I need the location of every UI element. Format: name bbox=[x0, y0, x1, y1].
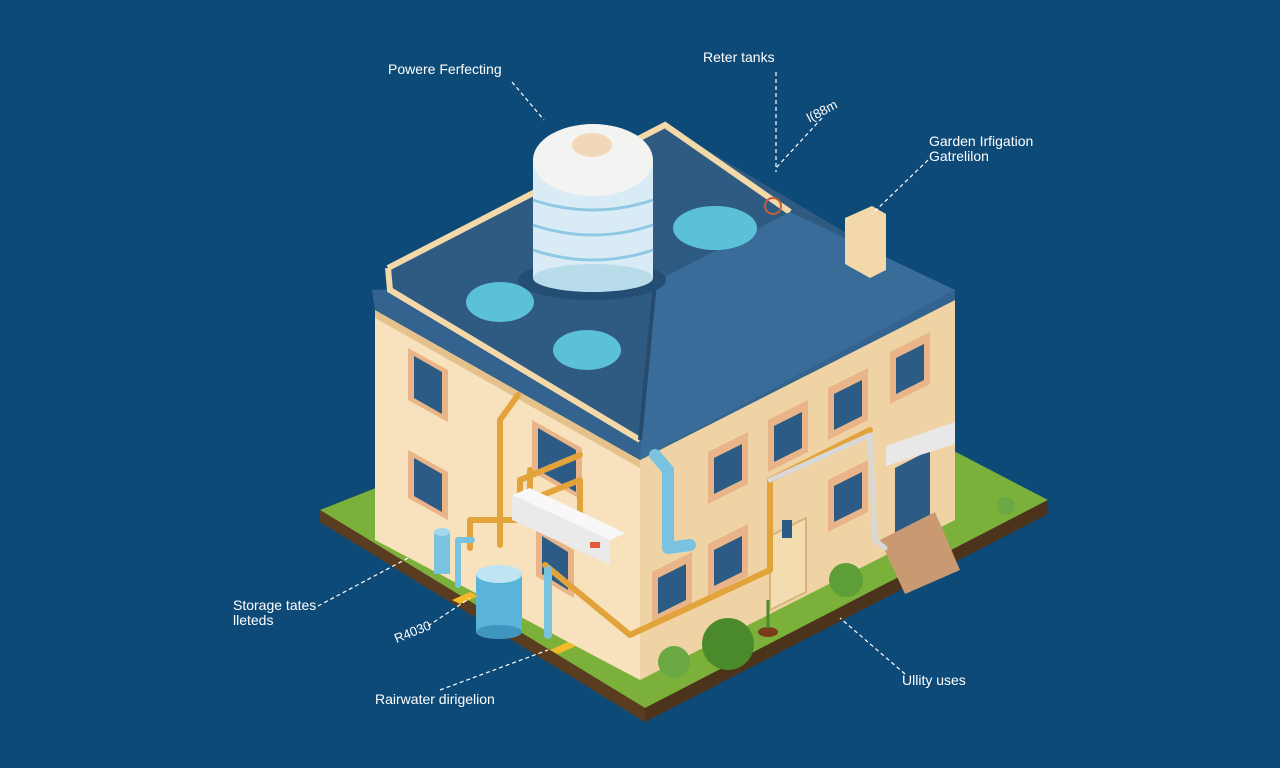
label-power-perfecting: Powere Ferfecting bbox=[388, 62, 502, 77]
rooftop-water-tank bbox=[518, 124, 666, 300]
label-rainwater-dirigelion: Rairwater dirigelion bbox=[375, 692, 495, 707]
label-garden-irrigation-line-2: Gatrelilon bbox=[929, 149, 1033, 164]
label-storage-tates-line-1: Storage tates bbox=[233, 598, 316, 613]
label-garden-irrigation: Garden Irfigation Gatrelilon bbox=[929, 134, 1033, 164]
label-storage-tates-line-2: lleteds bbox=[233, 613, 316, 628]
storage-tank-small bbox=[434, 528, 450, 574]
label-storage-tates: Storage tates lleteds bbox=[233, 598, 316, 628]
label-garden-irrigation-line-1: Garden Irfigation bbox=[929, 134, 1033, 149]
chimney bbox=[845, 206, 886, 278]
storage-tank-large bbox=[476, 565, 522, 639]
label-ullity-uses: Ullity uses bbox=[902, 673, 966, 688]
label-reter-tanks: Reter tanks bbox=[703, 50, 775, 65]
